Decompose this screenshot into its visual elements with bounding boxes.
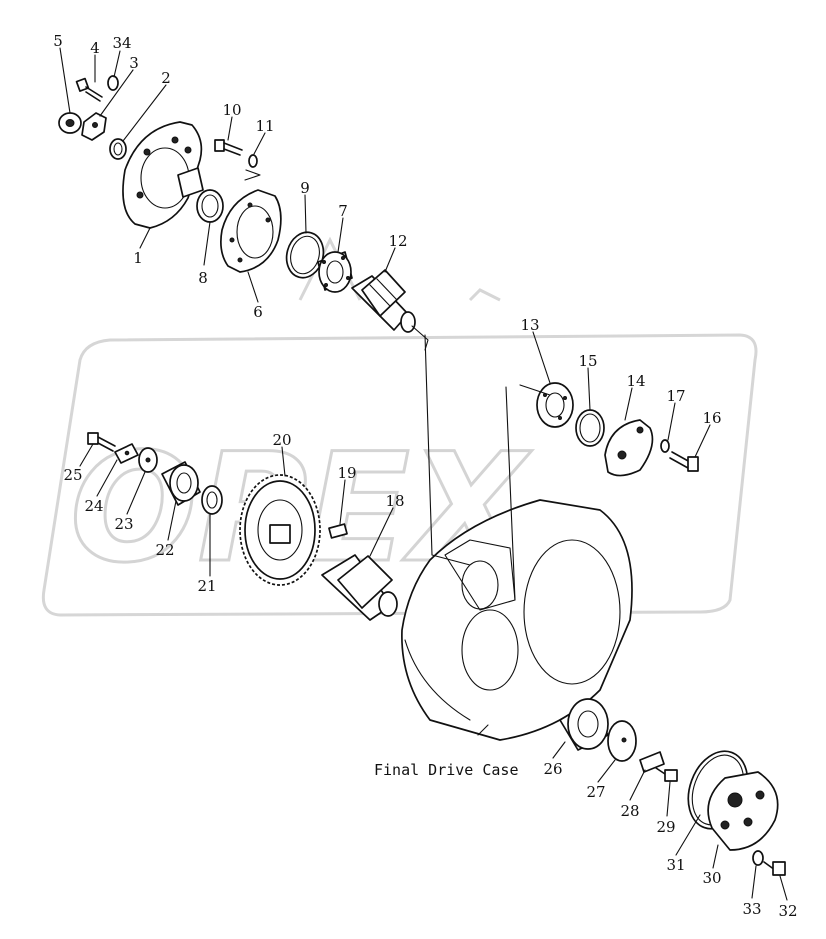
part-27-cover-plate — [607, 720, 637, 762]
label-part-21: 21 — [197, 577, 216, 595]
part-6-bearing-cage — [220, 189, 282, 273]
final-drive-case-caption: Final Drive Case — [374, 761, 519, 779]
part-18-pinion-shaft — [321, 554, 398, 621]
label-part-1: 1 — [133, 249, 143, 267]
label-part-2: 2 — [161, 69, 171, 87]
label-part-15: 15 — [578, 352, 597, 370]
label-part-18: 18 — [385, 492, 404, 510]
part-19-key — [328, 523, 348, 539]
label-part-30: 30 — [702, 869, 721, 887]
part-30-hub-flange — [707, 771, 779, 851]
part-15-o-ring — [575, 409, 605, 447]
label-part-20: 20 — [272, 431, 291, 449]
label-part-23: 23 — [114, 515, 133, 533]
part-1-cover-flange — [122, 121, 204, 229]
part-4-bolt — [75, 77, 103, 102]
label-part-32: 32 — [778, 902, 797, 920]
part-13-bearing — [536, 382, 574, 428]
label-part-22: 22 — [155, 541, 174, 559]
part-28-lock-plate — [639, 751, 665, 773]
part-29-bolt — [655, 767, 678, 782]
label-part-5: 5 — [53, 32, 63, 50]
label-part-19: 19 — [337, 464, 356, 482]
part-32-bolt — [763, 861, 786, 876]
part-21-spacer — [201, 485, 223, 515]
part-3-lock-plate — [81, 112, 107, 141]
label-part-10: 10 — [222, 101, 241, 119]
part-33-washer — [752, 850, 764, 866]
label-part-16: 16 — [702, 409, 721, 427]
part-2-seal-ring — [109, 138, 127, 160]
label-part-33: 33 — [742, 900, 761, 918]
part-22-bearing — [161, 461, 201, 506]
part-5-nut — [58, 112, 82, 134]
label-part-7: 7 — [338, 202, 348, 220]
part-34-washer — [107, 75, 119, 91]
label-part-24: 24 — [84, 497, 103, 515]
label-part-31: 31 — [666, 856, 685, 874]
part-11-washer — [244, 154, 261, 181]
part-24-lock-plate — [114, 443, 139, 464]
label-part-12: 12 — [388, 232, 407, 250]
part-23-cover-plate — [138, 447, 158, 473]
part-16-bolt — [669, 451, 699, 472]
part-10-bolt — [214, 139, 243, 156]
label-part-28: 28 — [620, 802, 639, 820]
label-part-17: 17 — [666, 387, 685, 405]
label-part-34: 34 — [112, 34, 131, 52]
label-part-11: 11 — [255, 117, 274, 135]
part-17-washer — [660, 439, 670, 453]
part-14-bracket — [604, 419, 654, 477]
label-part-26: 26 — [543, 760, 562, 778]
part-8-seal — [196, 189, 224, 223]
label-part-14: 14 — [626, 372, 645, 390]
label-part-25: 25 — [63, 466, 82, 484]
label-part-4: 4 — [90, 39, 100, 57]
label-part-6: 6 — [253, 303, 263, 321]
label-part-3: 3 — [129, 54, 139, 72]
label-part-8: 8 — [198, 269, 208, 287]
label-part-9: 9 — [300, 179, 310, 197]
part-number-labels: 5 4 34 3 2 1 10 11 9 7 12 8 6 13 15 14 1… — [53, 32, 797, 920]
label-part-27: 27 — [586, 783, 605, 801]
label-part-29: 29 — [656, 818, 675, 836]
leader-lines — [59, 47, 788, 901]
connection-lines — [424, 334, 551, 736]
label-part-13: 13 — [520, 316, 539, 334]
part-12-pinion-shaft — [351, 269, 429, 351]
part-7-bearing — [317, 251, 353, 293]
part-20-spur-gear — [239, 474, 321, 586]
part-26-bearing — [559, 698, 609, 751]
